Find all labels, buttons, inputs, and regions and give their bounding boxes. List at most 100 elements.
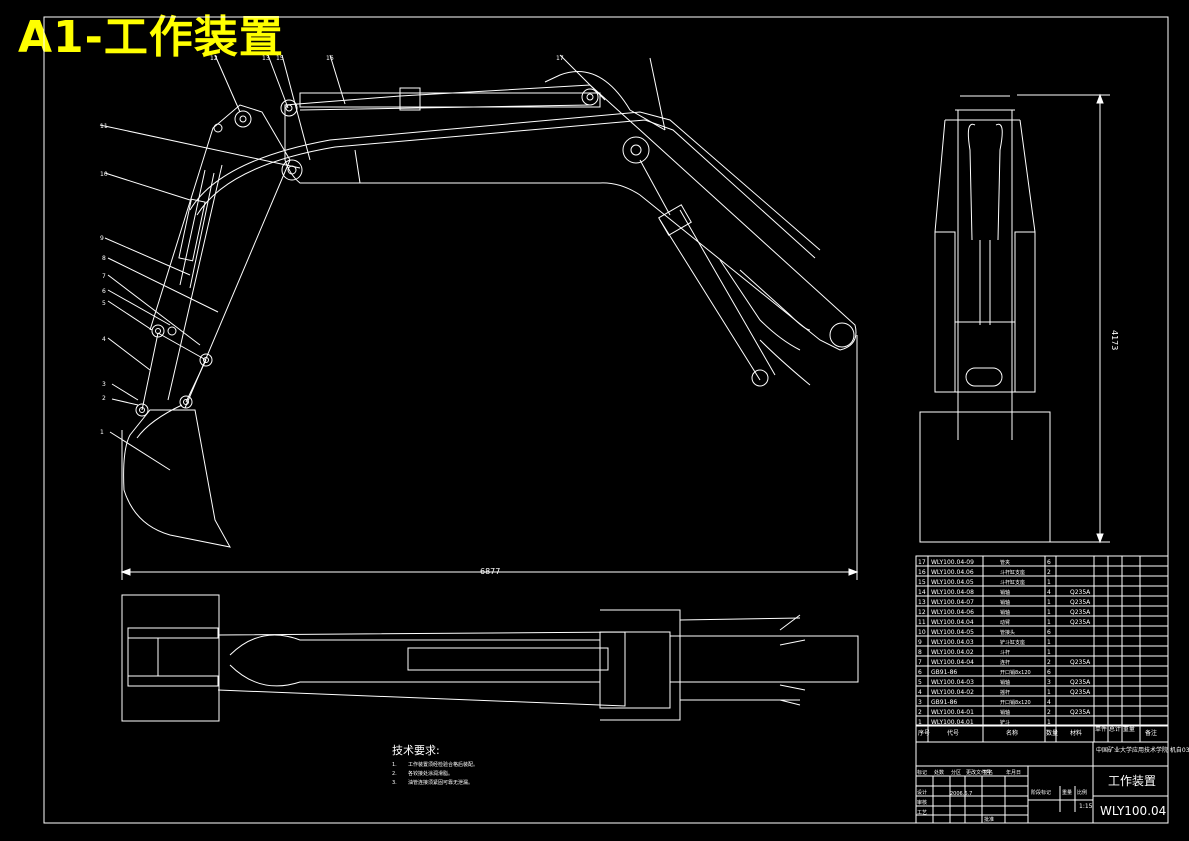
- balloon-5: 5: [102, 300, 106, 307]
- parts-row-name: 管夹: [1000, 559, 1010, 566]
- parts-row-qty: 1: [1047, 689, 1051, 696]
- title-col-label: 处数: [934, 769, 944, 776]
- boom: [284, 84, 857, 351]
- title-row-label: 工艺: [917, 810, 927, 816]
- title-stage-label: 阶段标记: [1031, 789, 1051, 796]
- parts-row-name: 铲斗: [1000, 719, 1010, 726]
- parts-row-code: WLY100.04-01: [931, 709, 974, 716]
- parts-row-qty: 2: [1047, 569, 1051, 576]
- parts-row-no: 9: [918, 639, 922, 646]
- parts-row-no: 6: [918, 669, 922, 676]
- sheet-title: A1-工作装置: [18, 12, 284, 63]
- parts-row-code: WLY100.04-09: [931, 559, 974, 566]
- parts-row-no: 16: [918, 569, 926, 576]
- front-view: [919, 93, 1110, 544]
- parts-row-no: 3: [918, 699, 922, 706]
- title-row-label: 审核: [917, 799, 927, 806]
- balloon-1: 1: [100, 429, 104, 436]
- balloon-6: 6: [102, 288, 106, 295]
- parts-row-code: WLY100.04-03: [931, 679, 974, 686]
- parts-row-name: 开口销8x120: [1000, 699, 1031, 706]
- tech-req-num-3: 3.: [392, 780, 397, 786]
- parts-row-material: Q235A: [1070, 679, 1091, 686]
- balloon-4: 4: [102, 336, 106, 343]
- drawing-code: WLY100.04: [1100, 804, 1166, 818]
- hdr-qty: 数量: [1046, 729, 1058, 737]
- parts-row-name: 动臂: [1000, 619, 1010, 626]
- stick-cylinder: [299, 92, 601, 108]
- parts-row-code: GB91-86: [931, 699, 957, 706]
- balloon-12: 12: [210, 55, 218, 62]
- title-stage-label: 比例: [1077, 789, 1087, 796]
- hdr-no: 序号: [918, 729, 930, 737]
- title-col-label: 更改文件号: [966, 769, 991, 776]
- parts-row-qty: 4: [1047, 699, 1051, 706]
- parts-row-no: 10: [918, 629, 926, 636]
- tech-req-num-2: 2.: [392, 771, 397, 777]
- parts-row-material: Q235A: [1070, 659, 1091, 666]
- drawing-scale: 1:15: [1079, 803, 1093, 810]
- hdr-code: 代号: [947, 729, 959, 737]
- parts-row-qty: 1: [1047, 599, 1051, 606]
- parts-row-name: 销轴: [1000, 609, 1010, 616]
- parts-row-no: 7: [918, 659, 922, 666]
- parts-row-qty: 1: [1047, 609, 1051, 616]
- parts-row-no: 14: [918, 589, 926, 596]
- parts-row-material: Q235A: [1070, 619, 1091, 626]
- parts-row-qty: 2: [1047, 709, 1051, 716]
- boom-cylinder: [659, 209, 776, 381]
- title-row-label: 标记: [917, 769, 927, 776]
- parts-row-name: 连杆: [1000, 659, 1010, 666]
- balloon-3: 3: [102, 381, 106, 388]
- parts-row-no: 4: [918, 689, 922, 696]
- stick: [149, 104, 291, 409]
- parts-row-qty: 1: [1047, 619, 1051, 626]
- tech-req-text-2: 各铰接处涂润滑脂。: [408, 770, 453, 777]
- balloon-8: 8: [102, 255, 106, 262]
- parts-row-name: 销轴: [1000, 679, 1010, 686]
- balloon-10: 10: [100, 171, 108, 178]
- balloon-17: 17: [556, 55, 564, 62]
- title-block: 中国矿业大学应用技术学院 机自03-7 工作装置 WLY100.04 1:15 …: [917, 746, 1189, 823]
- parts-row-code: WLY100.04.03: [931, 639, 974, 646]
- technical-requirements: 技术要求: 1.工作装置须经检验合格后装配。2.各铰接处涂润滑脂。3.油管连接须…: [392, 744, 478, 786]
- tech-req-text-3: 油管连接须紧固可靠无泄漏。: [408, 779, 473, 786]
- parts-row-no: 12: [918, 609, 926, 616]
- balloon-15: 15: [276, 55, 284, 62]
- parts-row-code: WLY100.04.02: [931, 649, 974, 656]
- title-row-label: 设计: [917, 789, 927, 796]
- parts-row-qty: 1: [1047, 719, 1051, 726]
- parts-row-code: WLY100.04-07: [931, 599, 974, 606]
- dim-overall-height: 4173: [1110, 330, 1119, 350]
- parts-row-code: WLY100.04.06: [931, 569, 974, 576]
- parts-row-code: GB91-86: [931, 669, 957, 676]
- balloon-7: 7: [102, 273, 106, 280]
- parts-row-no: 13: [918, 599, 926, 606]
- hdr-material: 材料: [1070, 729, 1082, 737]
- balloon-16: 16: [326, 55, 334, 62]
- parts-row-name: 管接头: [1000, 629, 1015, 636]
- parts-row-no: 15: [918, 579, 926, 586]
- balloon-11: 11: [100, 123, 108, 130]
- parts-row-code: WLY100.04.05: [931, 579, 974, 586]
- parts-row-material: Q235A: [1070, 689, 1091, 696]
- drawing-name: 工作装置: [1108, 774, 1156, 788]
- parts-row-no: 8: [918, 649, 922, 656]
- plan-view: [121, 594, 859, 722]
- parts-row-qty: 6: [1047, 629, 1051, 636]
- parts-list-header: 序号 代号 名称 数量 材料 单件 总计 重量 备注: [918, 725, 1157, 737]
- parts-row-qty: 1: [1047, 639, 1051, 646]
- title-col-label: 分区: [951, 769, 961, 776]
- parts-row-code: WLY100.04-02: [931, 689, 974, 696]
- parts-row-code: WLY100.04-04: [931, 659, 974, 666]
- parts-row-material: Q235A: [1070, 599, 1091, 606]
- tech-req-text-1: 工作装置须经检验合格后装配。: [408, 761, 478, 768]
- parts-row-no: 17: [918, 559, 926, 566]
- parts-row-no: 5: [918, 679, 922, 686]
- approve-label: 批准: [984, 816, 994, 823]
- parts-row-material: Q235A: [1070, 589, 1091, 596]
- parts-row-name: 销轴: [1000, 709, 1010, 716]
